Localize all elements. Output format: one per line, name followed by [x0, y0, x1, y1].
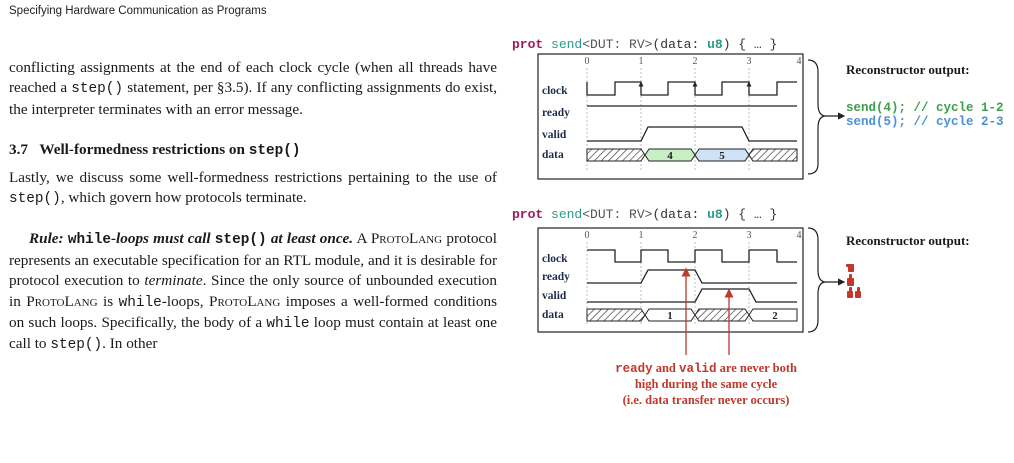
- bottom-signal-labels: clock ready valid data: [542, 253, 570, 321]
- top-reconstructor-label: Reconstructor output:: [846, 62, 970, 77]
- top-data-waveform: 4 5: [586, 148, 798, 162]
- cycle-label-1: 1: [639, 56, 644, 67]
- bottom-brace: [807, 227, 827, 333]
- cycle-label-1: 1: [639, 230, 644, 241]
- cycle-label-2: 2: [693, 230, 698, 241]
- running-head: Specifying Hardware Communication as Pro…: [9, 5, 267, 17]
- waveform-figure: prot send<DUT: RV>(data: u8) { … } 0 1 2…: [500, 0, 1014, 458]
- paragraph-conflicting-assignments: conflicting assignments at the end of ea…: [9, 59, 497, 118]
- top-clock-waveform: [586, 81, 797, 96]
- section-title-code: step(): [248, 143, 301, 160]
- thumbs-down-icon: [846, 264, 854, 272]
- top-output-line-1: send(4); // cycle 1-2: [846, 101, 1004, 115]
- cycle-label-0: 0: [585, 230, 590, 241]
- section-heading: 3.7 Well-formedness restrictions on step…: [9, 140, 497, 161]
- signal-label-ready: ready: [542, 107, 570, 119]
- annotation-line-3: (i.e. data transfer never occurs): [623, 393, 790, 407]
- bottom-data-waveform: 1 2: [586, 308, 798, 322]
- top-clock-edge-arrows: [638, 81, 752, 92]
- inline-code-step: step(): [9, 191, 61, 208]
- bottom-protocol-signature: prot send<DUT: RV>(data: u8) { … }: [512, 207, 777, 222]
- bottom-panel: prot send<DUT: RV>(data: u8) { … } 0 1 2…: [512, 207, 970, 407]
- top-output-line-2: send(5); // cycle 2-3: [846, 115, 1004, 129]
- annotation-line-2: high during the same cycle: [635, 377, 778, 391]
- cycle-label-0: 0: [585, 56, 590, 67]
- signal-label-valid: valid: [542, 290, 567, 302]
- bottom-cycle-labels: 0 1 2 3 4: [585, 230, 802, 241]
- cycle-label-2: 2: [693, 56, 698, 67]
- signal-label-valid: valid: [542, 129, 567, 141]
- top-cycle-labels: 0 1 2 3 4: [585, 56, 802, 67]
- paragraph-lastly: Lastly, we discuss some well-formedness …: [9, 168, 497, 208]
- bottom-data-value-2: 2: [772, 311, 777, 322]
- top-panel: prot send<DUT: RV>(data: u8) { … } 0 1 2…: [512, 37, 1004, 180]
- bottom-annotation-arrows: [681, 267, 734, 355]
- signal-label-data: data: [542, 149, 564, 161]
- two-thumbs-up-icon: [847, 287, 861, 298]
- annotation-line-1: ready and valid are never both: [615, 361, 797, 376]
- cycle-label-4: 4: [797, 230, 802, 241]
- section-title: Well-formedness restrictions on: [39, 141, 249, 159]
- paragraph-rule-while-loops: Rule: while-loops must call step() at le…: [9, 230, 497, 354]
- top-signal-labels: clock ready valid data: [542, 85, 570, 161]
- thumbs-up-icon: [847, 274, 854, 286]
- bottom-ready-waveform: [587, 269, 797, 284]
- bottom-reconstructor-label: Reconstructor output:: [846, 233, 970, 248]
- bottom-clock-waveform: [587, 249, 797, 263]
- bottom-waveform-box: [537, 227, 804, 333]
- top-valid-waveform: [587, 126, 797, 142]
- top-data-value-4: 4: [667, 150, 673, 162]
- top-waveform-box: [537, 53, 804, 180]
- bottom-annotation-text: ready and valid are never both high duri…: [615, 361, 797, 407]
- bottom-output-icons: [846, 264, 861, 298]
- cycle-label-3: 3: [747, 230, 752, 241]
- signal-label-ready: ready: [542, 271, 570, 283]
- top-data-value-5: 5: [719, 150, 725, 162]
- section-number: 3.7: [9, 141, 28, 159]
- signal-label-clock: clock: [542, 85, 568, 97]
- bottom-valid-waveform: [587, 288, 797, 303]
- body-text-column: conflicting assignments at the end of ea…: [9, 58, 497, 356]
- top-brace: [807, 59, 827, 175]
- signal-label-clock: clock: [542, 253, 568, 265]
- rule-title: Rule: while-loops must call step() at le…: [29, 230, 354, 249]
- cycle-label-3: 3: [747, 56, 752, 67]
- top-protocol-signature: prot send<DUT: RV>(data: u8) { … }: [512, 37, 777, 52]
- bottom-data-value-1: 1: [667, 311, 672, 322]
- cycle-label-4: 4: [797, 56, 802, 67]
- protolang-name: ProtoLang: [370, 230, 443, 248]
- inline-code-step: step(): [71, 81, 124, 98]
- signal-label-data: data: [542, 309, 564, 321]
